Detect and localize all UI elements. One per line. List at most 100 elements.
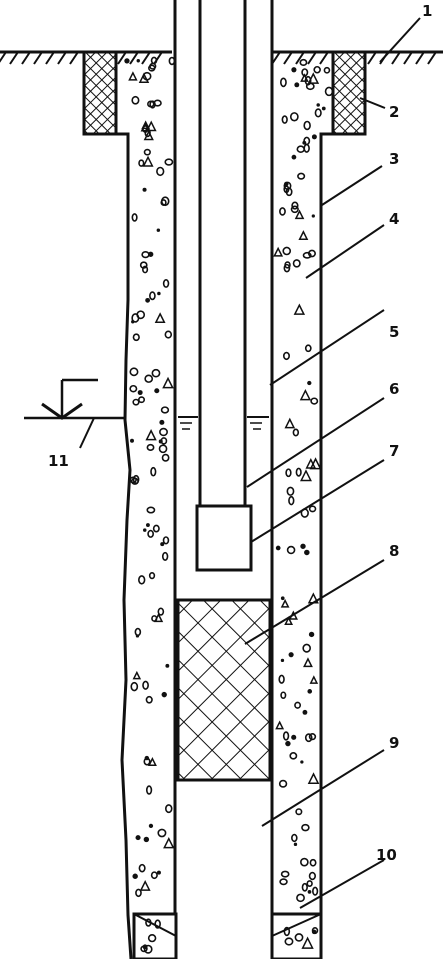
- gravel-pebble: [161, 453, 170, 462]
- gravel-pebble: [284, 937, 294, 946]
- gravel-grain: [302, 709, 308, 715]
- gravel-chip: [132, 670, 142, 680]
- gravel-chip: [294, 209, 305, 220]
- gravel-grain: [143, 836, 150, 843]
- gravel-chip: [139, 879, 151, 891]
- gravel-grain: [135, 634, 140, 638]
- gravel-pebble: [283, 926, 291, 937]
- gravel-grain: [156, 228, 161, 232]
- gravel-chip: [145, 429, 157, 441]
- gravel-pebble: [162, 279, 170, 288]
- gravel-chip: [142, 155, 154, 167]
- gravel-pebble: [132, 398, 140, 406]
- gravel-grain: [161, 691, 167, 698]
- gravel-pebble: [299, 58, 308, 67]
- gravel-grain: [148, 823, 154, 829]
- right-seal-block: [331, 50, 367, 136]
- gravel-pebble: [294, 933, 304, 942]
- gravel-pebble: [138, 575, 146, 585]
- label-9: 9: [389, 734, 399, 752]
- gravel-pebble: [135, 888, 142, 898]
- gravel-pebble: [292, 428, 300, 437]
- gravel-grain: [300, 760, 304, 764]
- gravel-pebble: [292, 259, 301, 268]
- gravel-pebble: [324, 86, 334, 97]
- gravel-pebble: [129, 476, 137, 484]
- gravel-pebble: [280, 77, 287, 88]
- gravel-grain: [156, 870, 161, 875]
- gravel-pebble: [279, 878, 288, 886]
- gravel-pebble: [160, 196, 170, 207]
- water-level-marks: [178, 416, 269, 430]
- gravel-grain: [142, 187, 147, 192]
- gravel-pebble: [150, 871, 158, 880]
- gravel-pebble: [295, 467, 302, 477]
- ground-surface: [0, 50, 443, 65]
- gravel-grain: [275, 545, 281, 551]
- gravel-pebble: [151, 368, 161, 378]
- gravel-chip: [275, 720, 285, 730]
- gravel-grain: [316, 103, 320, 107]
- label-10: 10: [376, 846, 397, 864]
- gravel-pebble: [143, 148, 151, 156]
- gravel-pebble: [306, 880, 313, 887]
- gravel-chip: [145, 120, 157, 132]
- gravel-chip: [280, 598, 290, 608]
- gravel-pebble: [313, 65, 321, 74]
- gravel-pebble: [289, 112, 299, 122]
- well-casing: [173, 0, 274, 959]
- gravel-chip: [273, 246, 284, 257]
- gravel-grain: [280, 596, 285, 601]
- gravel-pebble: [291, 833, 298, 843]
- gravel-pebble: [300, 857, 309, 867]
- gravel-chip: [162, 376, 174, 389]
- gravel-pebble: [132, 474, 140, 485]
- gravel-chip: [147, 756, 157, 767]
- gravel-pebble: [157, 607, 165, 616]
- gravel-pebble: [142, 71, 152, 81]
- gravel-pebble: [286, 545, 296, 555]
- gravel-chip: [163, 837, 175, 849]
- gravel-pebble: [153, 99, 162, 107]
- gravel-grain: [288, 652, 294, 658]
- gravel-pebble: [129, 384, 138, 393]
- gravel-grain: [130, 438, 134, 443]
- gravel-pebble: [144, 374, 154, 383]
- gravel-grain: [293, 842, 298, 847]
- label-5: 5: [389, 323, 399, 341]
- gravel-grain: [145, 297, 151, 303]
- gravel-pebble: [278, 779, 288, 788]
- gravel-pebble: [285, 468, 292, 478]
- gravel-pebble: [279, 207, 286, 216]
- gravel-pebble: [142, 125, 149, 133]
- gravel-pebble: [314, 108, 322, 118]
- gravel-grain: [157, 291, 161, 296]
- gravel-chip: [301, 936, 314, 949]
- gravel-pebble: [282, 731, 290, 741]
- gravel-grain: [291, 67, 297, 73]
- label-7: 7: [389, 442, 399, 460]
- gravel-pebble: [147, 933, 157, 943]
- gravel-pebble: [134, 627, 142, 637]
- gravel-pebble: [286, 486, 295, 496]
- gravel-pebble: [150, 466, 157, 477]
- gravel-pebble: [152, 524, 160, 533]
- gravel-pebble: [142, 265, 149, 274]
- gravel-pebble: [145, 695, 153, 704]
- gravel-pebble: [323, 66, 331, 74]
- gravel-chip: [293, 303, 306, 315]
- gravel-pebble: [132, 333, 140, 342]
- label-3: 3: [389, 150, 399, 168]
- gravel-pebble: [303, 143, 310, 153]
- gravel-pebble: [160, 406, 170, 414]
- gravel-grain: [307, 380, 312, 386]
- gravel-fill-right: [273, 58, 334, 903]
- gravel-pebble: [139, 261, 148, 269]
- gravel-pebble: [281, 115, 288, 124]
- gravel-grain: [311, 214, 315, 218]
- gravel-pebble: [159, 427, 168, 437]
- gravel-chip: [141, 120, 151, 130]
- gravel-pebble: [303, 136, 311, 146]
- gravel-grain: [165, 663, 170, 668]
